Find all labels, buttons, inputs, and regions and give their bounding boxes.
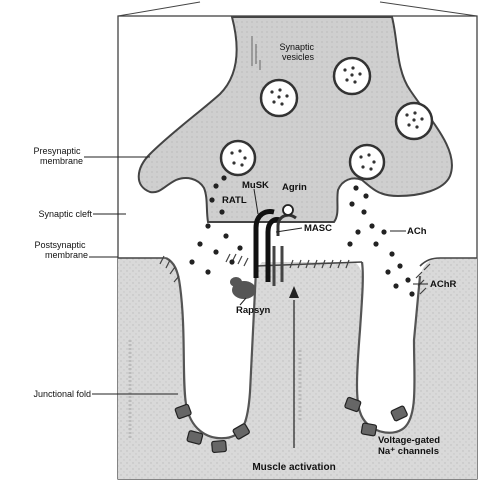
synaptic-vesicle bbox=[334, 58, 370, 94]
synaptic-vesicle bbox=[350, 145, 384, 179]
label-junctional-fold: Junctional fold bbox=[33, 389, 91, 399]
junctional-fold-right bbox=[357, 262, 420, 433]
label-postsynaptic-membrane: Postsynaptic membrane bbox=[34, 240, 88, 260]
synaptic-vesicle bbox=[396, 103, 432, 139]
label-muscle-activation: Muscle activation bbox=[252, 462, 335, 473]
label-ach: ACh bbox=[407, 226, 427, 237]
label-musk: MuSK bbox=[242, 180, 269, 191]
label-synaptic-vesicles: Synaptic vesicles bbox=[279, 42, 316, 62]
label-presynaptic-membrane: Presynaptic membrane bbox=[33, 146, 83, 166]
label-masc: MASC bbox=[304, 223, 332, 234]
label-rapsyn: Rapsyn bbox=[236, 305, 271, 316]
label-voltage-gated-channels: Voltage-gated Na⁺ channels bbox=[378, 435, 443, 457]
synaptic-vesicle bbox=[261, 80, 297, 116]
synaptic-vesicle bbox=[221, 141, 255, 175]
label-achr: AChR bbox=[430, 279, 457, 290]
label-agrin: Agrin bbox=[282, 182, 307, 193]
label-synaptic-cleft: Synaptic cleft bbox=[38, 209, 92, 219]
label-ratl: RATL bbox=[222, 195, 247, 206]
agrin-molecule bbox=[283, 205, 293, 215]
